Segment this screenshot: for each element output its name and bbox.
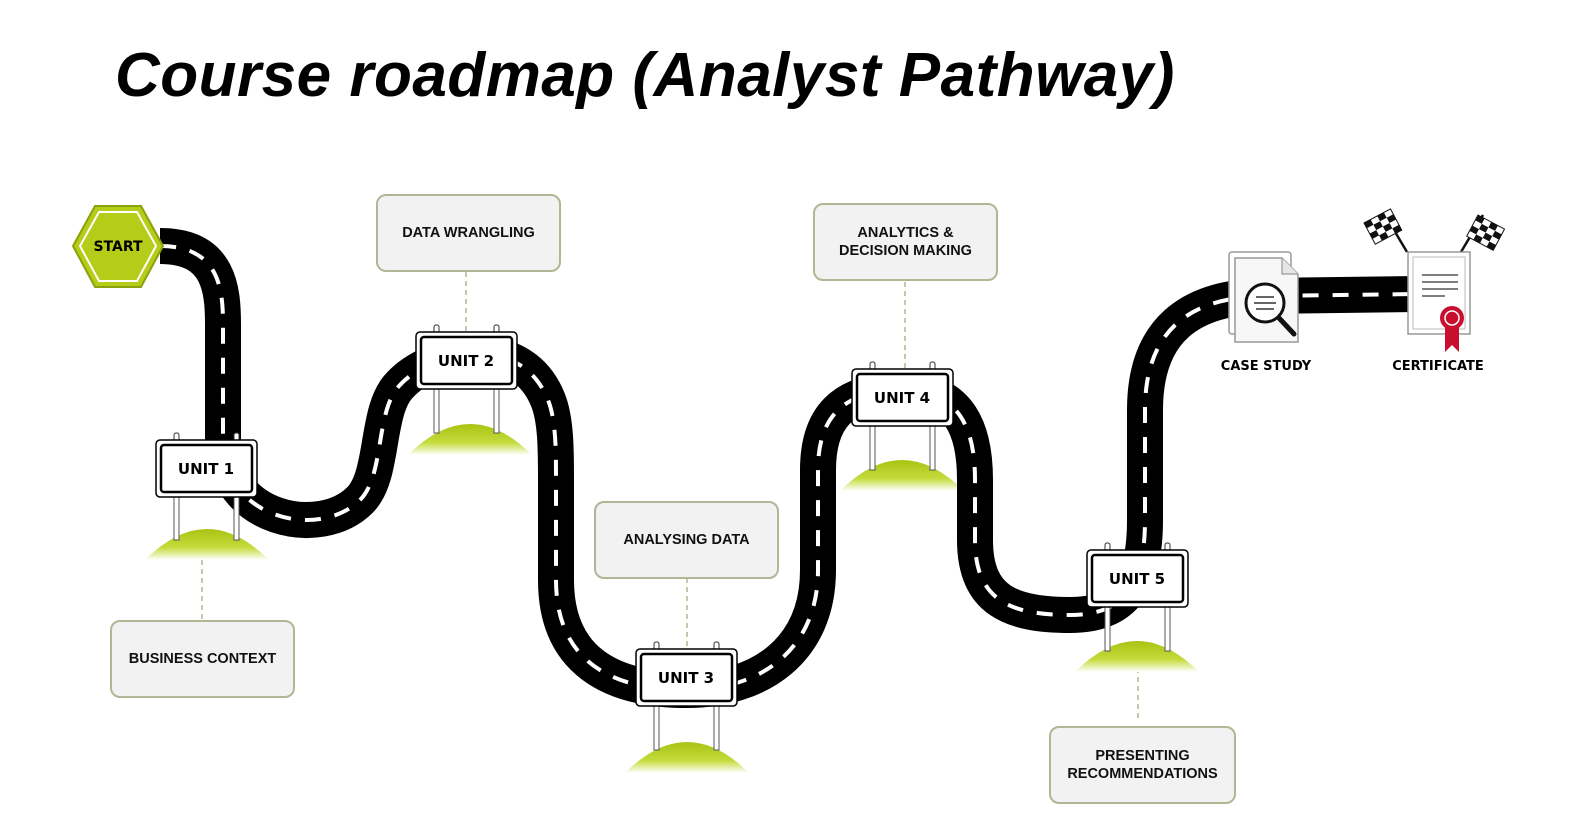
unit-sign-5: UNIT 5: [1086, 542, 1189, 652]
start-label: START: [93, 239, 143, 255]
topic-box-analytics-decision-making: ANALYTICS & DECISION MAKING: [813, 203, 998, 281]
topic-box-presenting-recommendations: PRESENTING RECOMMENDATIONS: [1049, 726, 1236, 804]
hill-unit-4: [840, 460, 964, 491]
unit-1-label: UNIT 1: [178, 460, 234, 478]
hill-unit-1: [145, 529, 269, 560]
checkered-flags-icon: [1363, 208, 1506, 253]
unit-3-label: UNIT 3: [658, 669, 714, 687]
unit-sign-2: UNIT 2: [415, 324, 518, 434]
topic-box-data-wrangling: DATA WRANGLING: [376, 194, 561, 272]
hill-unit-5: [1075, 641, 1199, 672]
unit-5-label: UNIT 5: [1109, 570, 1165, 588]
start-sign: START: [71, 205, 165, 288]
unit-sign-4: UNIT 4: [851, 361, 954, 471]
magnifier-document-icon: [1228, 251, 1299, 343]
page-title: Course roadmap (Analyst Pathway): [115, 41, 1175, 110]
topic-box-business-context: BUSINESS CONTEXT: [110, 620, 295, 698]
unit-sign-1: UNIT 1: [155, 432, 258, 541]
road-marking: [159, 244, 1421, 693]
unit-4-label: UNIT 4: [874, 389, 930, 407]
hill-unit-2: [408, 424, 532, 455]
certificate-label: CERTIFICATE: [1392, 359, 1484, 374]
unit-sign-3: UNIT 3: [635, 641, 738, 751]
case-study-label: CASE STUDY: [1221, 359, 1312, 374]
certificate-icon: [1407, 251, 1471, 352]
unit-2-label: UNIT 2: [438, 352, 494, 370]
hill-unit-3: [625, 742, 749, 773]
topic-box-analysing-data: ANALYSING DATA: [594, 501, 779, 579]
